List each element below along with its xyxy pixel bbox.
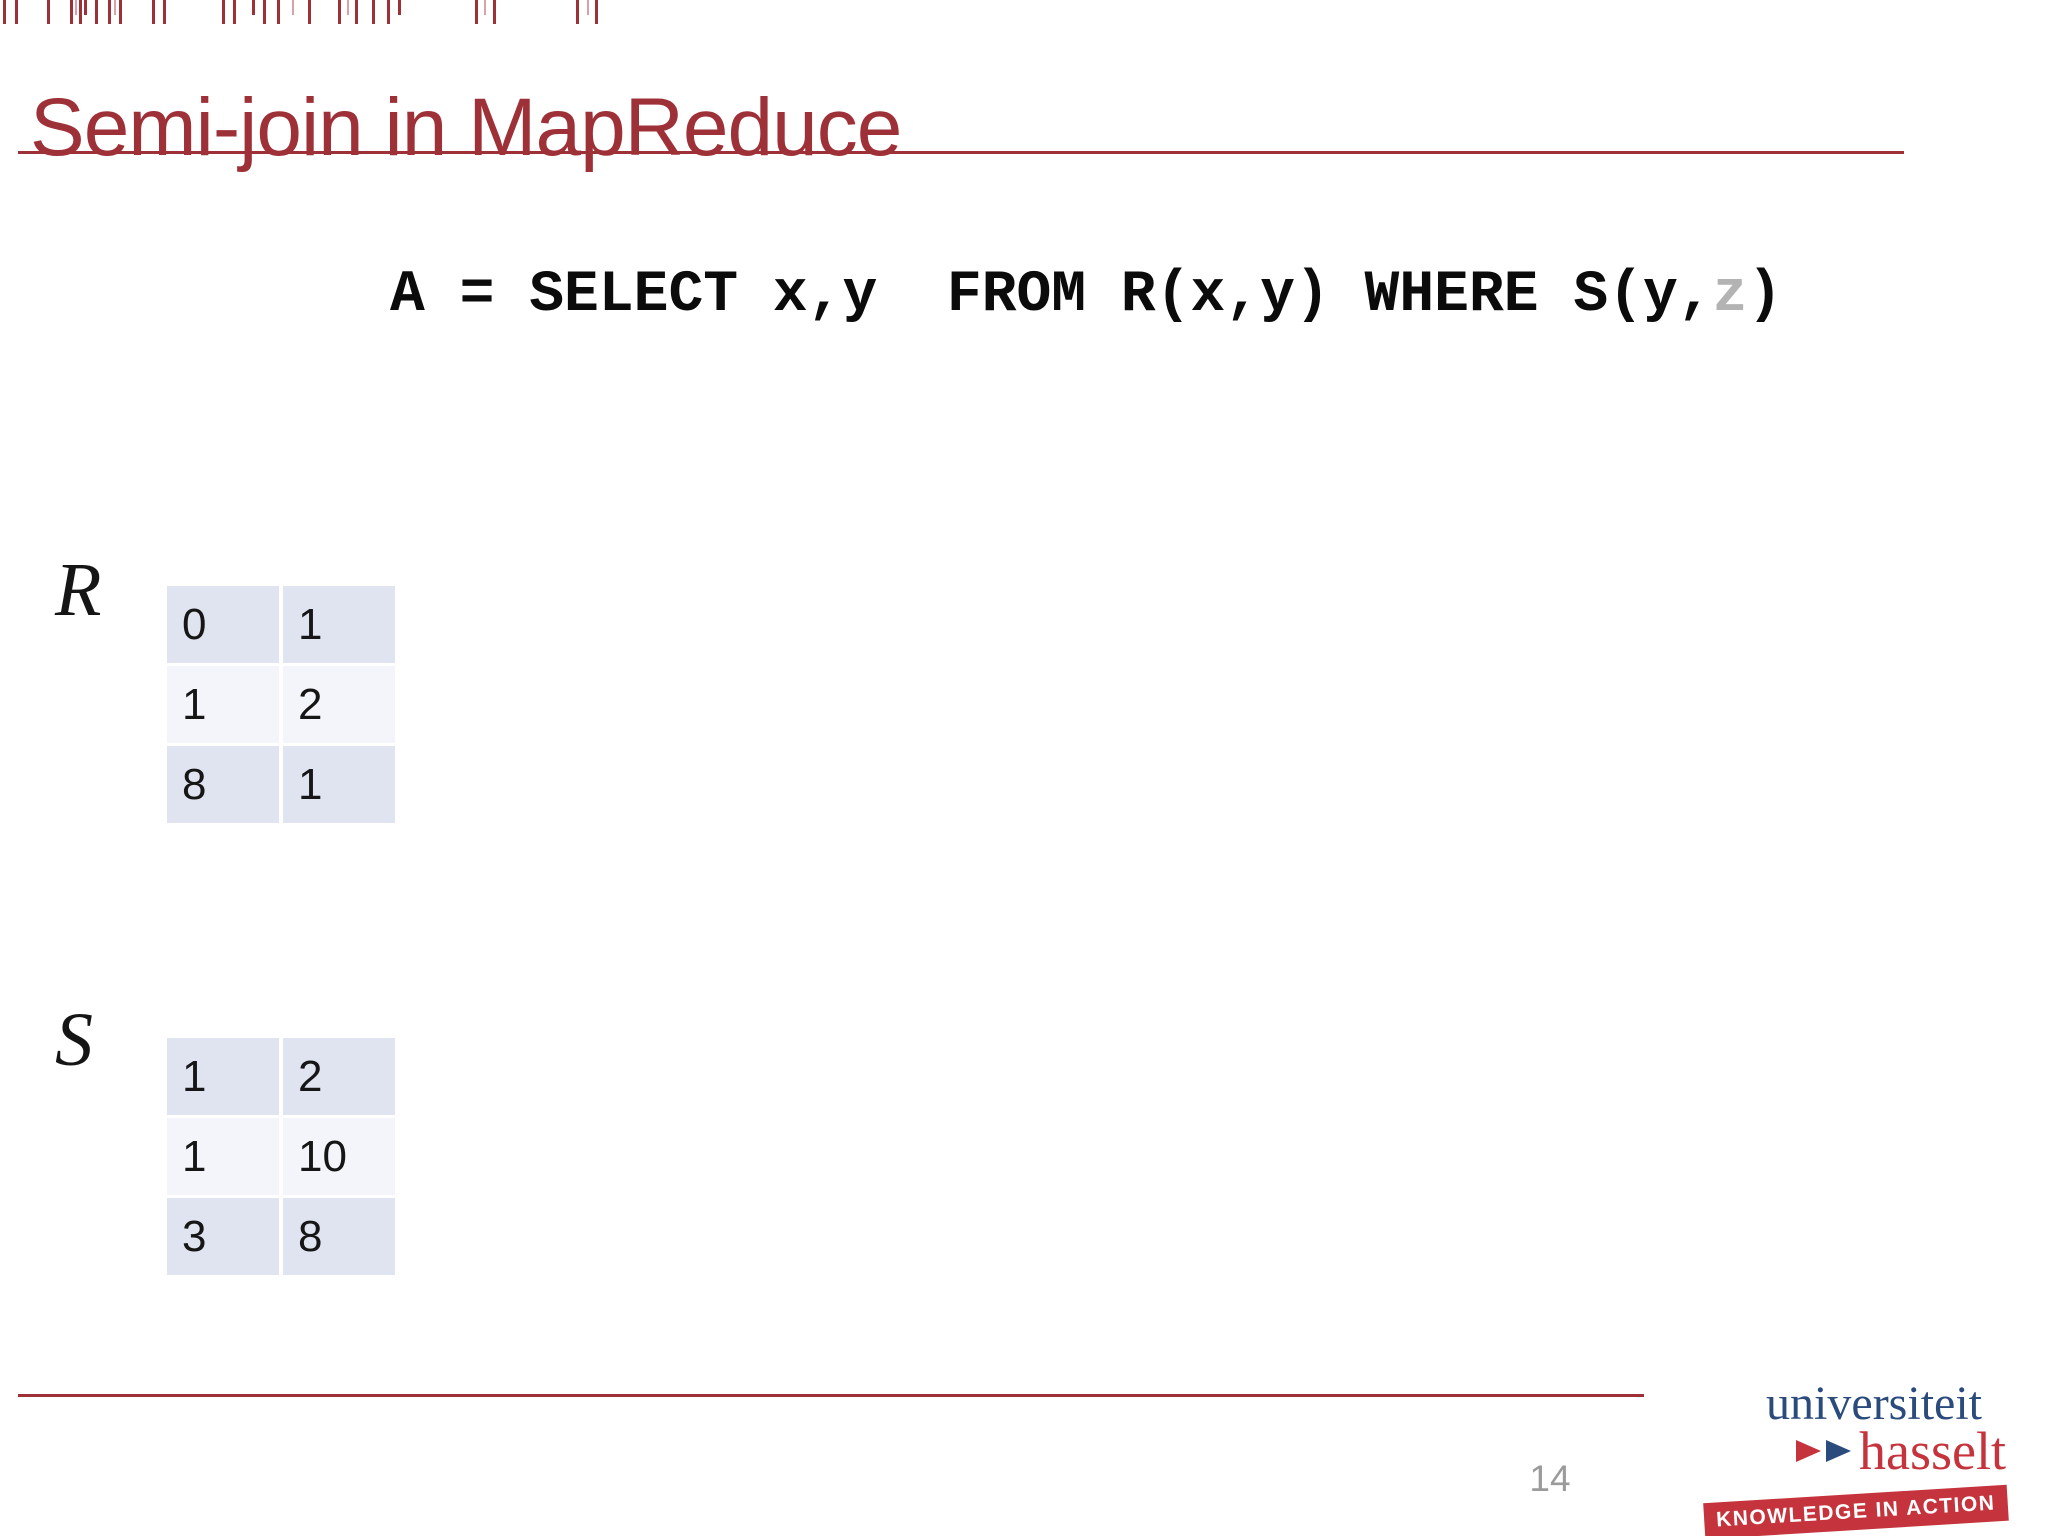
barcode-line: [308, 0, 311, 24]
barcode-line: [277, 0, 280, 24]
table-cell: 2: [283, 666, 395, 743]
barcode-line: [493, 0, 496, 24]
slide-title: Semi-join in MapReduce: [30, 81, 902, 173]
barcode-line: [108, 0, 111, 24]
uhasselt-logo: universiteit hasselt KNOWLEDGE IN ACTION: [1668, 1377, 2009, 1536]
table-cell: 3: [167, 1198, 279, 1275]
triangle-blue-icon: [1826, 1440, 1852, 1462]
barcode-line: [292, 0, 294, 15]
barcode-line: [338, 0, 341, 24]
table-cell: 1: [167, 1118, 279, 1195]
table-cell: 1: [283, 586, 395, 663]
footer-rule: [18, 1394, 1644, 1397]
barcode-line: [79, 0, 82, 24]
table-cell: 8: [283, 1198, 395, 1275]
barcode-line: [75, 0, 77, 15]
query-code: A = SELECT x,y FROM R(x,y) WHERE S(y,z): [390, 264, 1782, 328]
table-cell: 8: [167, 746, 279, 823]
barcode-line: [84, 0, 87, 15]
logo-hasselt-row: hasselt: [1668, 1424, 2008, 1478]
title-rule: [18, 151, 1904, 154]
query-text: A = SELECT x,y FROM R(x,y) WHERE S(y,: [390, 263, 1713, 328]
barcode-line: [163, 0, 166, 24]
barcode-line: [3, 0, 6, 24]
barcode-line: [233, 0, 236, 24]
table-cell: 0: [167, 586, 279, 663]
barcode-line: [484, 0, 486, 15]
barcode-line: [372, 0, 375, 24]
table-cell: 1: [167, 666, 279, 743]
barcode-line: [587, 0, 589, 15]
barcode-line: [95, 0, 98, 24]
table-s-label: S: [55, 998, 93, 1082]
barcode-line: [47, 0, 50, 24]
logo-hasselt-text: hasselt: [1859, 1421, 2006, 1481]
barcode-line: [398, 0, 401, 15]
table-cell: 1: [167, 1038, 279, 1115]
logo-universiteit-text: universiteit: [1766, 1377, 1982, 1430]
barcode-line: [595, 0, 598, 24]
barcode-line: [119, 0, 122, 24]
barcode-line: [70, 0, 73, 24]
barcode-line: [387, 0, 390, 24]
barcode-decoration: [0, 0, 2048, 28]
barcode-line: [222, 0, 225, 24]
barcode-line: [114, 0, 116, 15]
barcode-line: [475, 0, 478, 24]
barcode-line: [252, 0, 255, 15]
table-r-label: R: [55, 548, 102, 632]
page-number: 14: [1529, 1458, 1571, 1499]
table-cell: 1: [283, 746, 395, 823]
barcode-line: [263, 0, 266, 24]
barcode-line: [347, 0, 349, 15]
query-faded-variable: z: [1712, 263, 1748, 328]
table-cell: 2: [283, 1038, 395, 1115]
logo-banner: KNOWLEDGE IN ACTION: [1703, 1484, 2009, 1536]
barcode-line: [355, 0, 358, 24]
table-cell: 10: [283, 1118, 395, 1195]
barcode-line: [15, 0, 18, 24]
query-text-close: ): [1747, 263, 1783, 328]
triangle-red-icon: [1796, 1440, 1822, 1462]
barcode-line: [576, 0, 579, 24]
barcode-line: [152, 0, 155, 24]
